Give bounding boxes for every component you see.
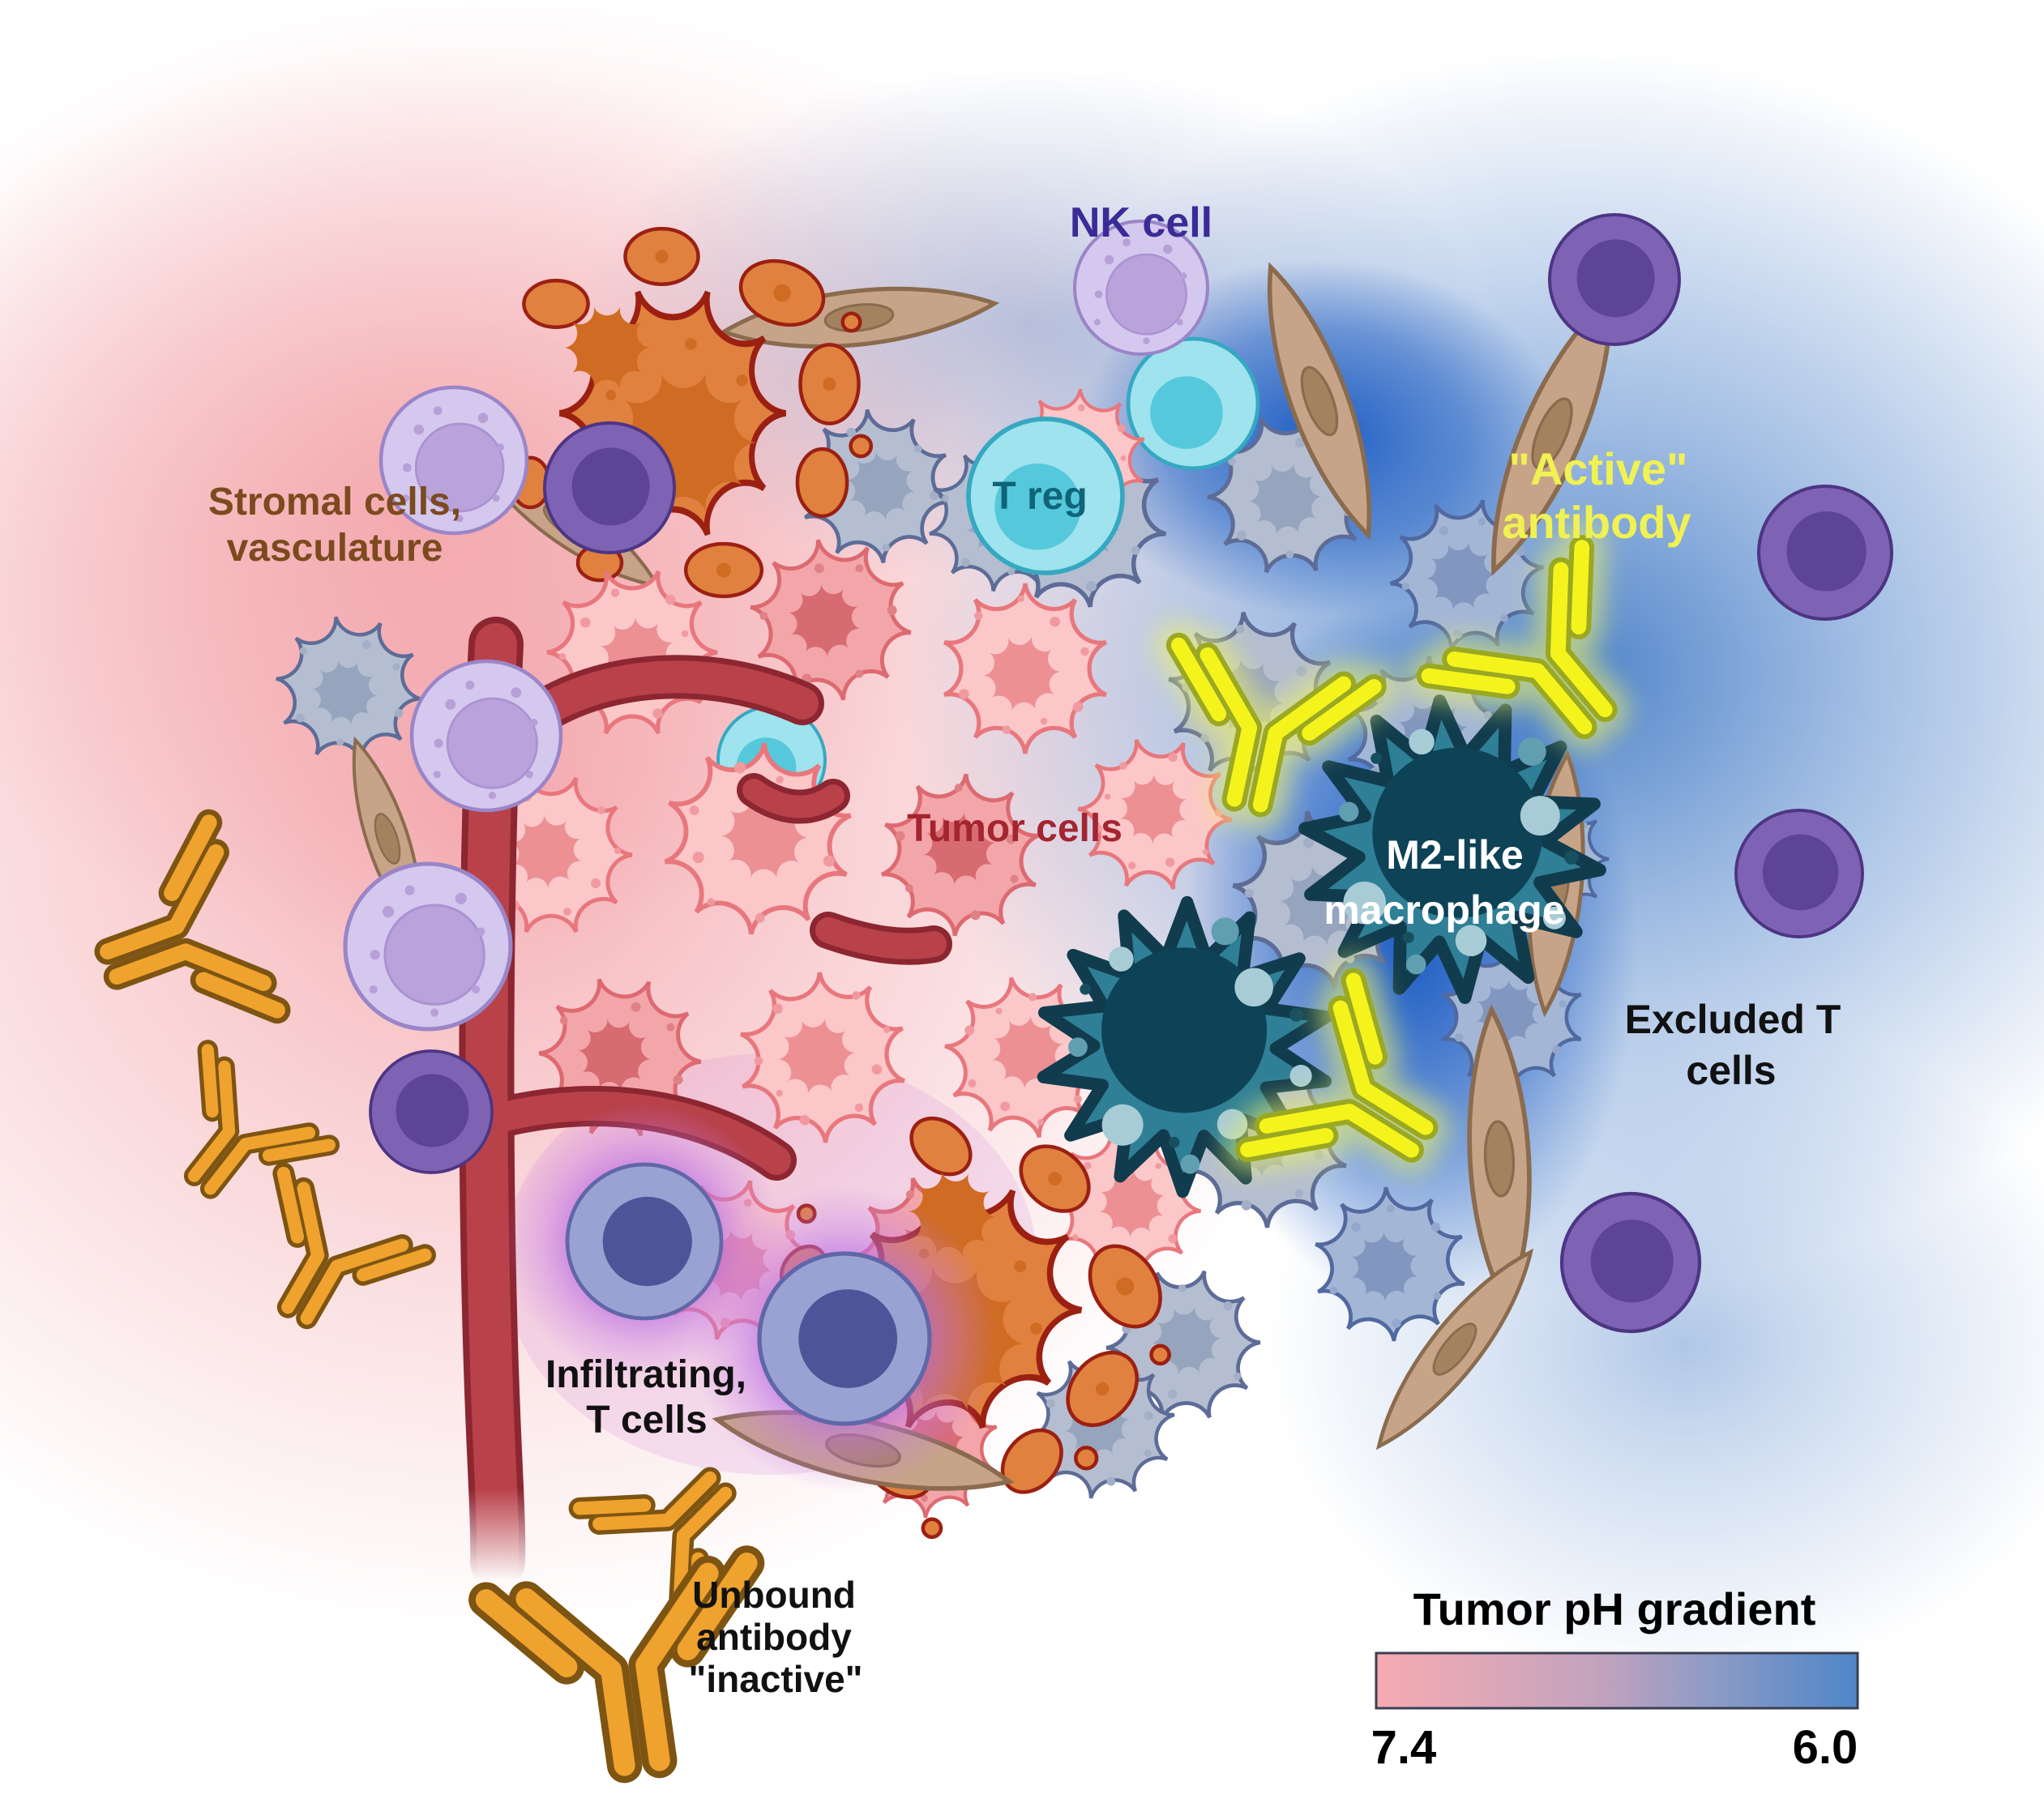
t-cell-excluded: [1759, 486, 1892, 619]
ph-gradient-legend: Tumor pH gradient 7.4 6.0: [1371, 1583, 1859, 1774]
annotations: NK cell T reg "Active" antibody Stromal …: [208, 199, 1841, 1700]
t-cell-infiltrating: [691, 1186, 998, 1492]
t-cell-excluded: [1562, 1194, 1700, 1331]
nk-cell-label: NK cell: [1070, 199, 1212, 246]
unbound-label-line1: Unbound: [692, 1574, 856, 1616]
unbound-label-line3: "inactive": [689, 1658, 863, 1700]
t-cell-excluded: [1550, 215, 1679, 344]
m2-label-line2: macrophage: [1323, 887, 1564, 933]
nk-cell: [412, 661, 561, 810]
active-antibody-label-line1: "Active": [1508, 443, 1687, 494]
ph-legend-title: Tumor pH gradient: [1413, 1583, 1816, 1634]
stromal-label-line1: Stromal cells,: [208, 481, 461, 523]
t-cell: [369, 1049, 494, 1174]
unbound-label-line2: antibody: [696, 1616, 852, 1658]
stromal-label-line2: vasculature: [227, 527, 443, 570]
treg-label: T reg: [992, 475, 1087, 518]
m2-label-line1: M2-like: [1386, 832, 1524, 878]
tumor-cells-label: Tumor cells: [907, 807, 1122, 850]
ph-value-right: 6.0: [1793, 1721, 1858, 1774]
excluded-label-line2: cells: [1686, 1048, 1776, 1093]
ph-value-left: 7.4: [1371, 1721, 1437, 1774]
infiltrating-label-line1: Infiltrating,: [545, 1353, 746, 1396]
t-cell-excluded: [1734, 809, 1864, 938]
treg-cell: [1128, 339, 1258, 468]
nk-cell: [345, 864, 511, 1029]
infiltrating-label-line2: T cells: [586, 1399, 707, 1442]
ph-gradient-bar: [1375, 1651, 1859, 1710]
excluded-label-line1: Excluded T: [1625, 997, 1841, 1042]
t-cell: [545, 423, 674, 553]
active-antibody-label-line2: antibody: [1502, 497, 1691, 548]
